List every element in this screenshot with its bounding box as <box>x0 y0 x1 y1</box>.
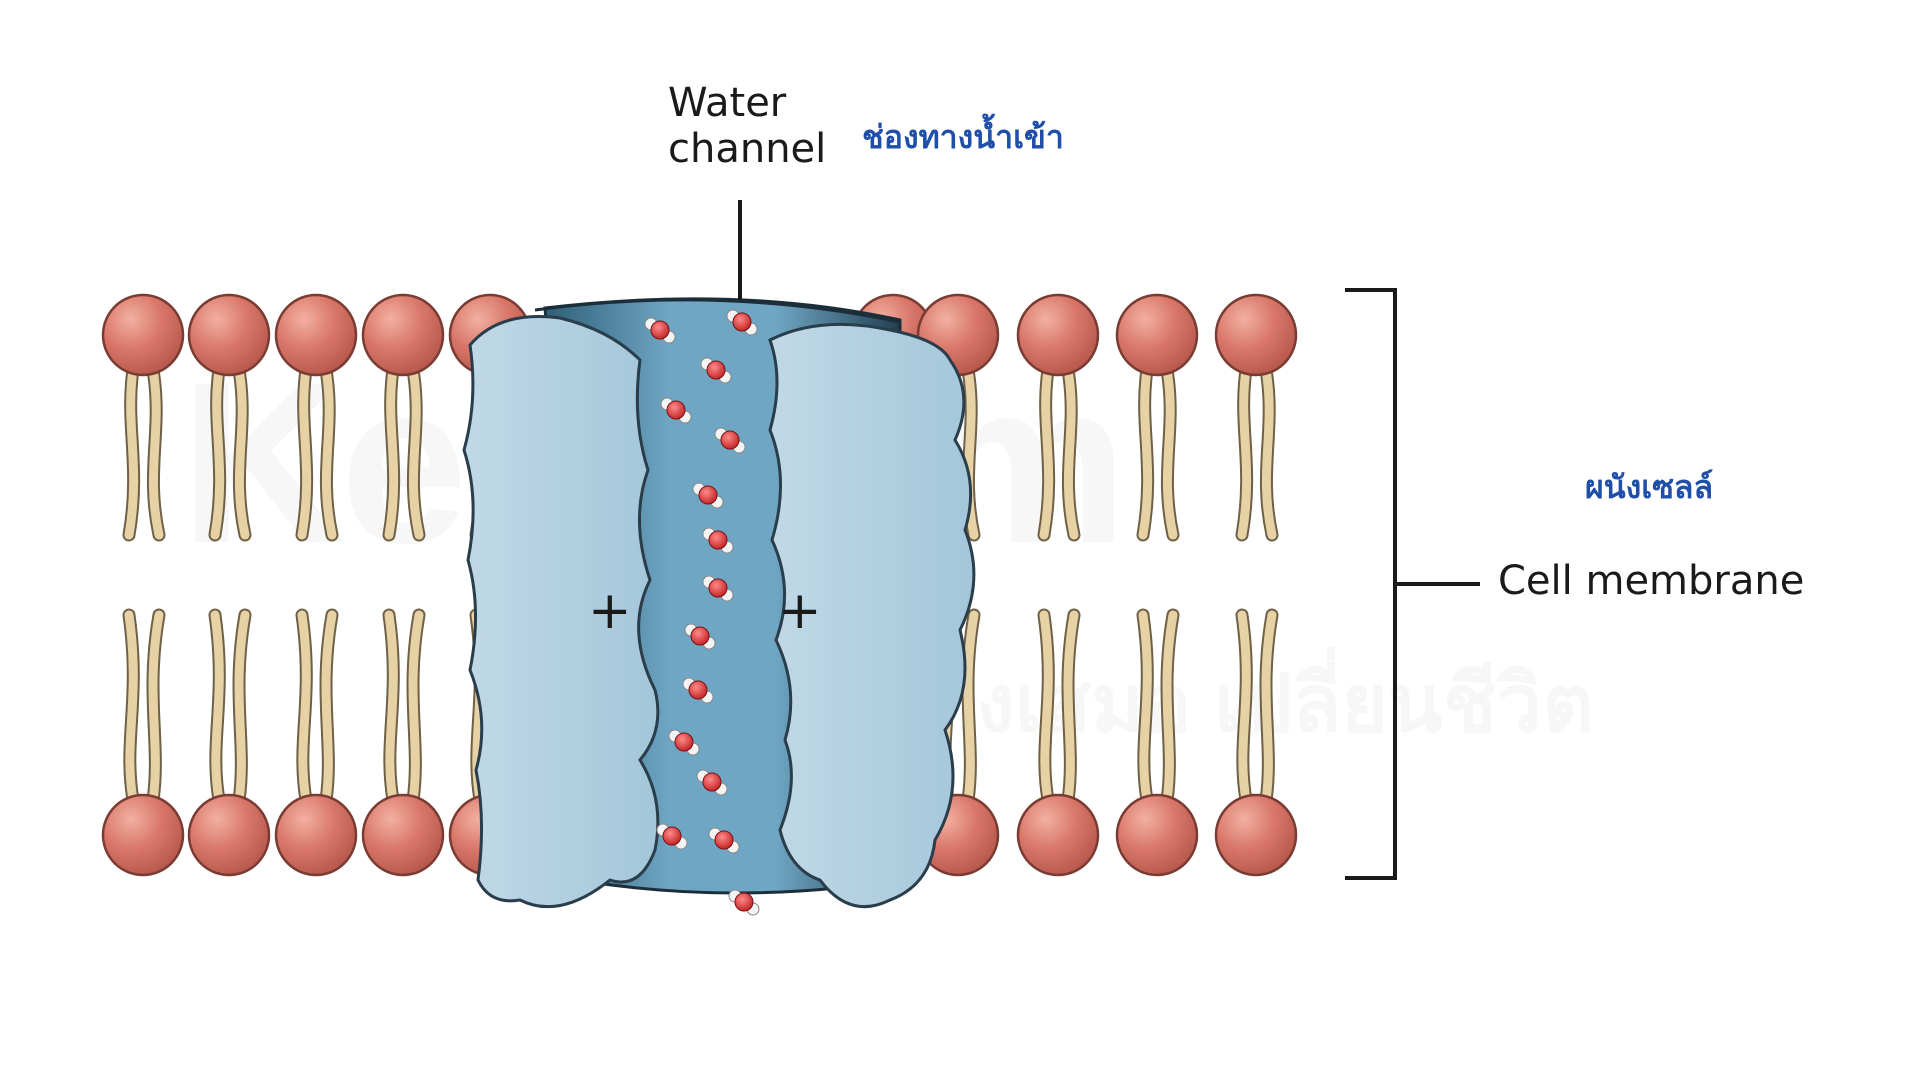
oxygen-atom <box>662 826 682 846</box>
lipid-tail-fill <box>321 610 337 805</box>
lipid-tail-fill <box>1063 365 1079 540</box>
lipid-tail-fill <box>148 365 164 540</box>
lipid-tail-fill <box>297 365 312 540</box>
lipid-tail-fill <box>234 610 250 805</box>
lipid-tail-fill <box>384 365 399 540</box>
oxygen-atom <box>698 485 718 505</box>
oxygen-atom <box>688 680 708 700</box>
positive-charge-left: + <box>588 581 632 641</box>
oxygen-atom <box>720 430 740 450</box>
lipid-tail-fill <box>1261 365 1277 540</box>
lipid-tail-fill <box>1162 365 1178 540</box>
lipid-head <box>361 793 445 877</box>
lipid-tail-fill <box>1138 365 1153 540</box>
lipid-tail-fill <box>124 365 139 540</box>
lipid-tail-fill <box>321 365 337 540</box>
protein-subunit-right <box>768 322 976 909</box>
lipid-head <box>187 793 271 877</box>
oxygen-atom <box>702 772 722 792</box>
water-channel-protein <box>462 297 976 909</box>
water-channel-label-line2: channel <box>668 126 827 172</box>
oxygen-atom <box>732 312 752 332</box>
oxygen-atom <box>674 732 694 752</box>
oxygen-atom <box>690 626 710 646</box>
cell-membrane-label: Cell membrane <box>1498 558 1805 604</box>
lipid-tail-fill <box>384 610 398 805</box>
lipid-tail-fill <box>148 610 164 805</box>
water-channel-label: Water channel <box>668 80 826 172</box>
water-channel-label-line1: Water <box>668 80 787 126</box>
lipid-tail-fill <box>124 610 138 805</box>
lipid-head <box>274 793 358 877</box>
protein-subunit-left <box>462 315 660 909</box>
lipid-tail-fill <box>1039 610 1053 805</box>
lipid-tail-fill <box>210 610 224 805</box>
oxygen-atom <box>708 530 728 550</box>
lipid-tail-fill <box>297 610 311 805</box>
lipid-head <box>101 793 185 877</box>
lipid-head <box>1115 293 1199 377</box>
lipid-head <box>1115 793 1199 877</box>
lipid-tail-fill <box>234 365 250 540</box>
lipid-head <box>1016 793 1100 877</box>
membrane-bracket <box>1345 288 1397 880</box>
oxygen-atom <box>708 578 728 598</box>
lipid-tail-fill <box>210 365 225 540</box>
oxygen-atom <box>734 892 754 912</box>
lipid-tail-fill <box>963 610 979 805</box>
water-channel-label-thai: ช่องทางน้ำเข้า <box>862 118 1064 156</box>
lipid-tail-fill <box>1237 365 1252 540</box>
lipid-head <box>1214 793 1298 877</box>
oxygen-atom <box>706 360 726 380</box>
oxygen-atom <box>650 320 670 340</box>
channel-top-rim <box>534 298 901 324</box>
lipid-tail-fill <box>1261 610 1277 805</box>
lipid-head <box>101 293 185 377</box>
lipid-tail-fill <box>1039 365 1054 540</box>
lipid-tail-fill <box>408 610 424 805</box>
positive-charge-right: + <box>778 581 822 641</box>
lipid-head <box>1016 293 1100 377</box>
lipid-tail-fill <box>1138 610 1152 805</box>
lipid-tail-fill <box>1162 610 1178 805</box>
cell-membrane-label-thai: ผนังเซลล์ <box>1585 468 1714 506</box>
water-molecules <box>644 309 760 916</box>
lipid-head <box>274 293 358 377</box>
oxygen-atom <box>714 830 734 850</box>
lipid-tail-fill <box>408 365 424 540</box>
lipid-head <box>1214 293 1298 377</box>
oxygen-atom <box>666 400 686 420</box>
lipid-head <box>361 293 445 377</box>
lipid-tail-fill <box>1063 610 1079 805</box>
lipid-head <box>187 293 271 377</box>
lipid-tail-fill <box>1237 610 1251 805</box>
